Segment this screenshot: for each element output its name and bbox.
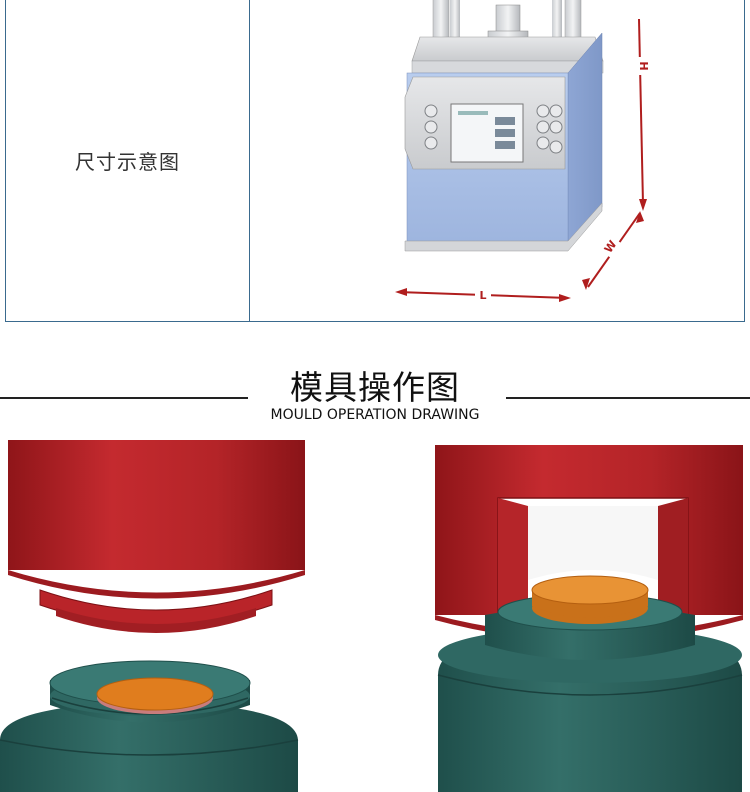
upper-punch — [8, 440, 305, 633]
dimension-label: 尺寸示意图 — [75, 149, 180, 174]
machine-base — [404, 202, 603, 252]
height-dimension: H — [632, 18, 654, 211]
lower-die — [0, 660, 299, 792]
section-title: 模具操作图 — [290, 368, 460, 407]
header-line-right — [506, 397, 750, 399]
dimension-label-cell: 尺寸示意图 — [6, 0, 249, 321]
mould-closed-illustration — [435, 445, 743, 792]
length-label: L — [479, 289, 486, 302]
height-label: H — [637, 61, 650, 70]
width-dimension: W — [582, 211, 644, 290]
lower-die-closed — [437, 575, 743, 792]
machine-dimension-diagram: H W L — [395, 0, 654, 303]
top-plate — [411, 36, 604, 62]
header-line-left — [0, 397, 248, 399]
panel-buttons — [424, 104, 563, 154]
length-dimension: L — [395, 287, 571, 303]
section-header: 模具操作图 MOULD OPERATION DRAWING — [0, 355, 750, 435]
dimension-table: 尺寸示意图 — [5, 0, 745, 322]
table-divider — [249, 0, 250, 321]
section-subtitle: MOULD OPERATION DRAWING — [270, 407, 480, 423]
mould-open-illustration — [0, 440, 305, 792]
